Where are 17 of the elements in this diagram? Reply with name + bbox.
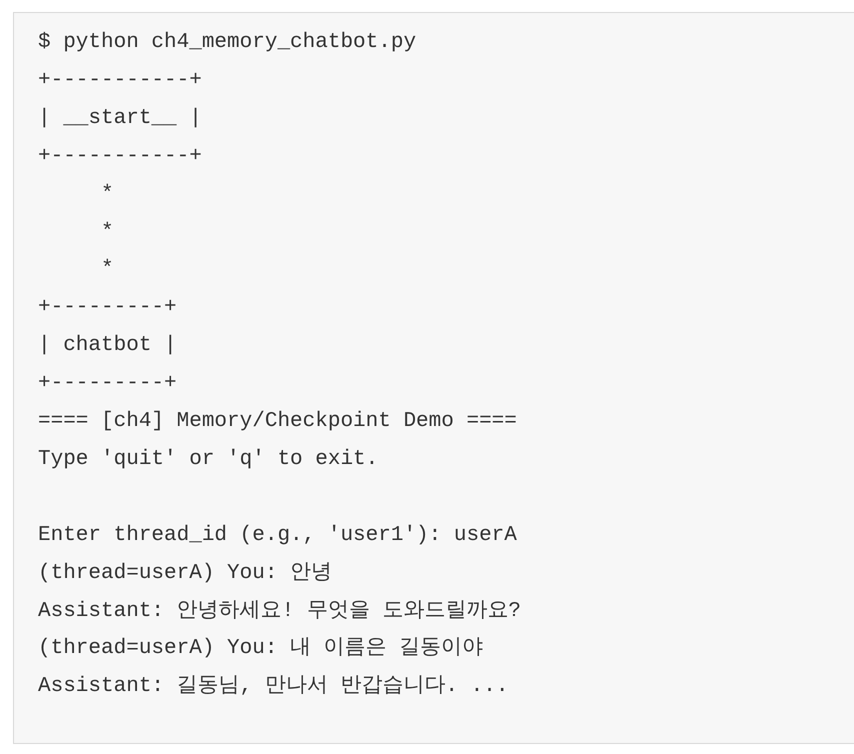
code-line: Assistant: 길동님, 만나서 반갑습니다. ... xyxy=(38,674,508,700)
code-line: * xyxy=(101,220,114,246)
code-line: * xyxy=(101,182,114,208)
code-line: ==== [ch4] Memory/Checkpoint Demo ==== xyxy=(38,409,517,435)
code-line: * xyxy=(101,257,114,284)
code-line: Assistant: 안녕하세요! 무엇을 도와드릴까요? xyxy=(38,598,522,624)
code-line: +---------+ xyxy=(38,295,177,322)
code-line: +---------+ xyxy=(38,371,177,398)
code-line: +-----------+ xyxy=(38,68,202,94)
code-line: Type 'quit' or 'q' to exit. xyxy=(38,446,378,473)
code-line: (thread=userA) You: 안녕 xyxy=(38,560,332,587)
code-line: | chatbot | xyxy=(38,333,177,360)
code-line: | __start__ | xyxy=(38,106,202,132)
code-line: +-----------+ xyxy=(38,144,202,170)
code-line: (thread=userA) You: 내 이름은 길동이야 xyxy=(38,636,484,662)
code-line: Enter thread_id (e.g., 'user1'): userA xyxy=(38,522,517,549)
code-line: $ python ch4_memory_chatbot.py xyxy=(38,30,416,56)
